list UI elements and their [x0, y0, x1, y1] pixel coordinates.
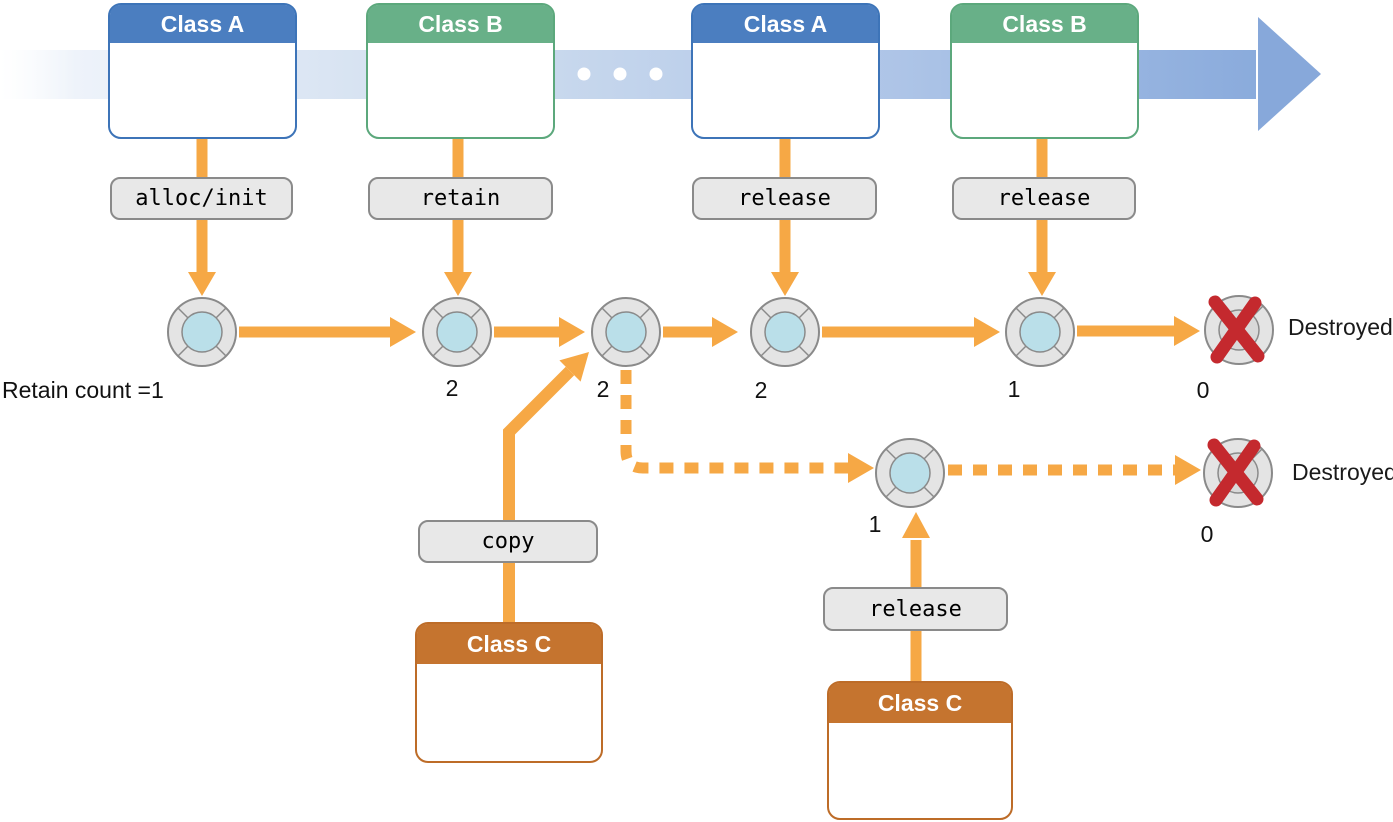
destroyed-label-2: Destroyed: [1292, 459, 1393, 485]
lifetime-arrow-5: [1077, 316, 1200, 346]
class-box-title: Class B: [368, 5, 553, 43]
class-box-title: Class A: [693, 5, 878, 43]
ellipsis-dots-icon: [577, 67, 663, 81]
destroyed-label-1: Destroyed: [1288, 314, 1393, 340]
method-label-release-1: release: [692, 177, 877, 220]
class-box-title: Class B: [952, 5, 1137, 43]
class-box-c2: Class C: [827, 681, 1013, 820]
lifetime-arrow-1: [239, 317, 416, 347]
class-box-title: Class C: [417, 624, 601, 664]
method-label-release-2: release: [952, 177, 1136, 220]
retain-count-6: 0: [1196, 377, 1210, 403]
method-label-alloc-init: alloc/init: [110, 177, 293, 220]
object-icon-4: [750, 297, 820, 367]
copy-retain-count-0: 0: [1200, 521, 1214, 547]
object-icon-2: [422, 297, 492, 367]
message-arrows: [188, 139, 1201, 681]
class-box-b2: Class B: [950, 3, 1139, 139]
destroyed-object-icon-1: [1204, 295, 1274, 365]
object-icon-3: [591, 297, 661, 367]
destroyed-x-icon: [1208, 295, 1265, 364]
lifetime-arrow-3: [663, 317, 738, 347]
copy-retain-count-1: 1: [868, 511, 882, 537]
lifetime-arrow-2: [494, 317, 585, 347]
retain-count-4: 2: [754, 377, 768, 403]
object-icon-copy: [875, 438, 945, 508]
class-box-title: Class C: [829, 683, 1011, 723]
class-box-c1: Class C: [415, 622, 603, 763]
destroyed-x-icon: [1207, 438, 1264, 507]
copy-arrow: [503, 352, 589, 622]
method-label-release-3: release: [823, 587, 1008, 631]
destroyed-object-icon-2: [1203, 438, 1273, 508]
object-icon-1: [167, 297, 237, 367]
lifetime-arrow-4: [822, 317, 1000, 347]
class-box-a2: Class A: [691, 3, 880, 139]
object-icon-5: [1005, 297, 1075, 367]
method-label-copy: copy: [418, 520, 598, 563]
copied-object-dashed-arrow: [620, 370, 874, 483]
method-label-retain: retain: [368, 177, 553, 220]
timeline-arrowhead-icon: [1258, 17, 1321, 131]
retain-count-label: Retain count =1: [2, 377, 164, 403]
class-box-b1: Class B: [366, 3, 555, 139]
retain-count-2: 2: [445, 375, 459, 401]
copied-object-dashed-arrow-2: [948, 455, 1201, 485]
class-box-a1: Class A: [108, 3, 297, 139]
retain-count-3: 2: [596, 376, 610, 402]
retain-count-5: 1: [1007, 376, 1021, 402]
class-box-title: Class A: [110, 5, 295, 43]
